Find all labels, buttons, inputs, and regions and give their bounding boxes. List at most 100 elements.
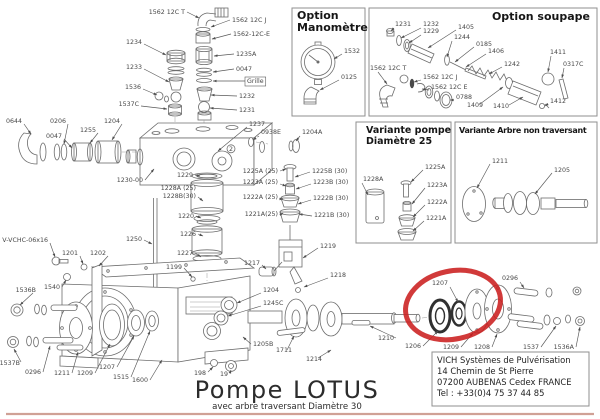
part-label: 1410 xyxy=(493,103,509,110)
leader-line xyxy=(295,135,301,142)
valve-parts-column-drawing xyxy=(258,164,303,293)
crankshaft-drawing xyxy=(247,298,511,338)
leader-line xyxy=(149,359,163,381)
leader-line xyxy=(303,277,329,288)
leader-line xyxy=(446,40,453,58)
leader-line xyxy=(377,71,388,85)
part-label: 1207 xyxy=(432,280,448,287)
leader-line xyxy=(71,351,79,374)
option-manometre-title-line2: Manomètre xyxy=(297,21,368,34)
leader-line xyxy=(207,366,214,373)
part-label: 198 xyxy=(194,370,206,377)
part-label: 1228A (25) xyxy=(161,185,196,192)
leader-line xyxy=(23,123,32,135)
option-soupape-title: Option soupape xyxy=(492,10,590,23)
part-label: 0206 xyxy=(50,118,66,125)
part-label: 1711 xyxy=(276,347,292,354)
leader-line xyxy=(261,264,267,270)
part-label: 0296 xyxy=(25,369,41,376)
leader-line xyxy=(61,279,67,288)
part-label: 1218 xyxy=(330,272,346,279)
part-label: 1219 xyxy=(320,243,336,250)
part-label: 1225B (30) xyxy=(312,168,347,175)
part-label: 1242 xyxy=(504,61,520,68)
part-label: 1229 xyxy=(423,28,439,35)
leader-line xyxy=(227,305,262,317)
inlet-fittings-drawing xyxy=(18,132,139,165)
part-label: 1228B(30) xyxy=(163,193,196,200)
part-label: 1221A(25) xyxy=(245,211,278,218)
leader-line xyxy=(491,333,498,348)
leader-line xyxy=(449,286,459,303)
part-label: 1204 xyxy=(104,118,120,125)
part-label: 1222A xyxy=(427,199,448,206)
leader-line xyxy=(13,348,22,363)
part-label: 1230-00 xyxy=(117,177,143,184)
part-label: 1409 xyxy=(467,102,483,109)
part-label: 1255 xyxy=(80,127,96,134)
leader-line xyxy=(508,96,524,106)
leader-line xyxy=(410,169,424,183)
leader-line xyxy=(412,220,425,232)
part-label: 1210 xyxy=(378,335,394,342)
part-label: 1244 xyxy=(454,34,470,41)
variante-arbre-drawing xyxy=(462,186,589,222)
part-label: 1226 xyxy=(180,231,196,238)
variante-arbre-box xyxy=(454,121,598,244)
part-label: 1222B (30) xyxy=(313,195,348,202)
leader-line xyxy=(143,68,170,83)
part-label: 1412 xyxy=(550,98,566,105)
part-label: 1411 xyxy=(550,49,566,56)
part-label: 1562 12C T xyxy=(370,65,406,72)
part-label: 1228A xyxy=(363,176,384,183)
leader-line xyxy=(547,55,552,73)
leader-line xyxy=(369,325,397,339)
label-frame xyxy=(244,76,267,87)
part-label: 0125 xyxy=(341,74,357,81)
part-label: 1231 xyxy=(239,107,255,114)
leader-line xyxy=(279,168,287,172)
part-label: 1536 xyxy=(125,84,141,91)
option-manometre-title-line1: Option xyxy=(297,9,339,22)
leader-line xyxy=(540,325,557,348)
variante-arbre-title: Variante Arbre non traversant xyxy=(459,126,587,135)
leader-line xyxy=(130,330,151,378)
part-label: 1223A xyxy=(427,182,448,189)
leader-line xyxy=(317,349,332,359)
leader-line xyxy=(427,29,457,49)
leader-line xyxy=(213,53,235,57)
part-label: 1562 12C J xyxy=(423,74,457,81)
part-label: 1536A xyxy=(554,344,575,351)
leader-line xyxy=(142,88,158,96)
leader-line xyxy=(197,196,204,202)
part-label: 19 xyxy=(220,371,228,378)
leader-line xyxy=(194,252,202,258)
leader-line xyxy=(295,183,312,190)
part-label: 1223B (30) xyxy=(313,179,348,186)
leader-line xyxy=(252,135,260,141)
part-label: 1245C xyxy=(263,300,284,307)
piston-column-drawing xyxy=(152,172,224,296)
part-label: 1232 xyxy=(239,93,255,100)
right-fasteners-drawing xyxy=(507,286,585,330)
part-label: 1207 xyxy=(99,364,115,371)
part-label: 0296 xyxy=(502,275,518,282)
part-label: 1199 xyxy=(166,264,182,271)
leader-line xyxy=(319,79,340,91)
part-label: 1209 xyxy=(77,370,93,377)
leader-line xyxy=(286,335,295,351)
part-label: 0317C xyxy=(563,61,584,68)
part-label: 1537B xyxy=(0,360,20,367)
part-label: 1221B (30) xyxy=(314,212,349,219)
part-label: 1205B xyxy=(253,341,273,348)
part-label: 1231 xyxy=(395,21,411,28)
part-label: 1227 xyxy=(177,250,193,257)
part-label: 1600 xyxy=(132,377,148,384)
leader-line xyxy=(297,199,312,205)
leader-line xyxy=(298,213,313,217)
quantity-circle xyxy=(226,144,236,154)
leader-line xyxy=(143,43,167,56)
part-label: 1235A xyxy=(236,51,257,58)
leader-line xyxy=(195,215,202,219)
leader-line xyxy=(79,255,84,265)
